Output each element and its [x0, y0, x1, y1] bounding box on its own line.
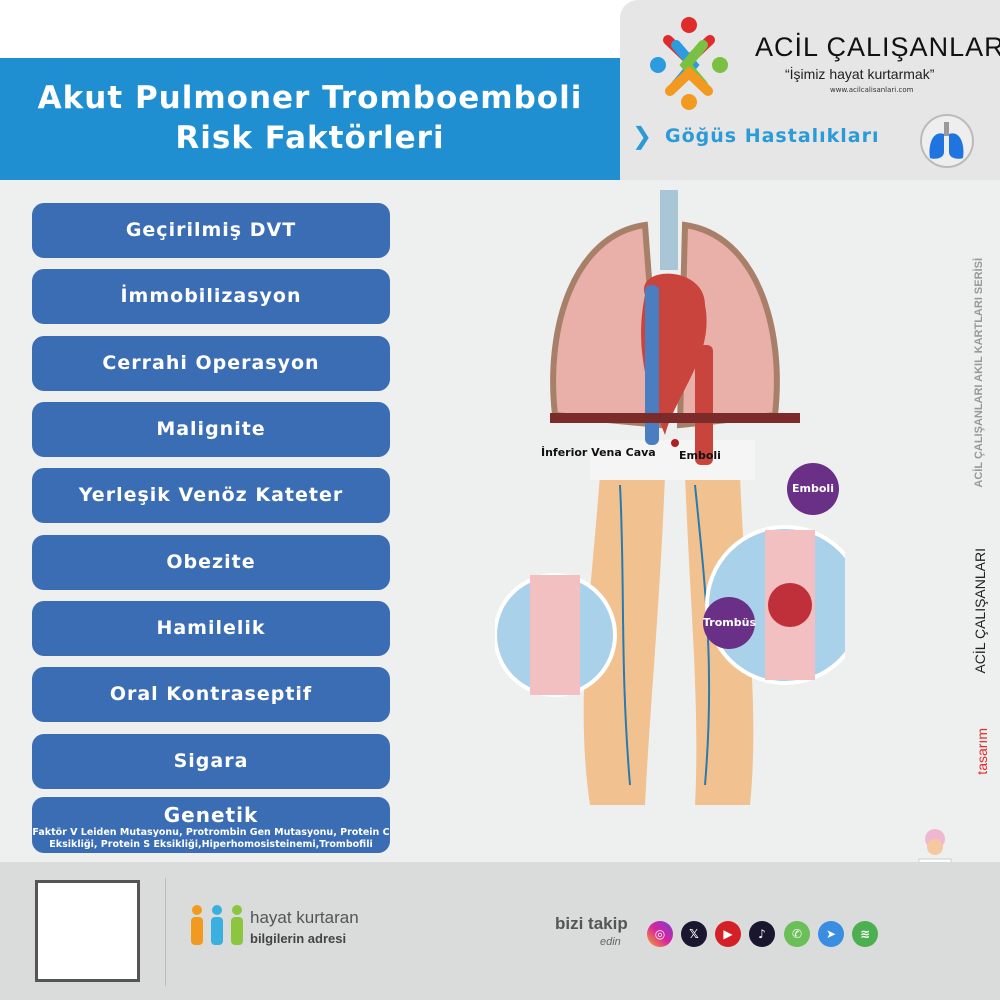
genetik-detail: Faktör V Leiden Mutasyonu, Protrombin Ge…: [32, 827, 390, 850]
emboli-bubble: Emboli: [787, 463, 839, 515]
trombus-bubble: Trombüs: [703, 597, 756, 649]
risk-factor-button[interactable]: Cerrahi Operasyon: [32, 336, 390, 391]
risk-factor-button[interactable]: Yerleşik Venöz Kateter: [32, 468, 390, 523]
brand-name: ACİL ÇALIŞANLARI: [755, 32, 1000, 62]
spotify-icon[interactable]: ≋: [852, 921, 878, 947]
risk-factor-button[interactable]: Malignite: [32, 402, 390, 457]
people-logo-icon: [191, 905, 243, 945]
x-icon[interactable]: 𝕏: [681, 921, 707, 947]
brand-slogan: “İşimiz hayat kurtarmak”: [785, 66, 935, 82]
category-label: Göğüs Hastalıkları: [665, 125, 880, 147]
genetik-title: Genetik: [163, 803, 259, 827]
whatsapp-icon[interactable]: ✆: [784, 921, 810, 947]
tagline-1: hayat kurtaran: [250, 908, 359, 927]
ivc-label: İnferior Vena Cava: [541, 446, 656, 459]
risk-factor-genetik[interactable]: Genetik Faktör V Leiden Mutasyonu, Protr…: [32, 797, 390, 853]
page-title-line1: Akut Pulmoner Tromboemboli: [37, 80, 583, 116]
brand-logo-icon: [650, 17, 728, 110]
qr-code[interactable]: [35, 880, 140, 982]
series-label: ACİL ÇALIŞANLARI AKIL KARTLARI SERİSİ: [973, 258, 985, 488]
title-banner: Akut Pulmoner Tromboemboli Risk Faktörle…: [0, 58, 620, 180]
tiktok-icon[interactable]: ♪: [749, 921, 775, 947]
risk-factor-button[interactable]: Obezite: [32, 535, 390, 590]
risk-factor-button[interactable]: Geçirilmiş DVT: [32, 203, 390, 258]
divider: [165, 878, 166, 986]
follow-label-2: edin: [600, 936, 621, 948]
risk-factor-button[interactable]: İmmobilizasyon: [32, 269, 390, 324]
youtube-icon[interactable]: ▶: [715, 921, 741, 947]
risk-factor-button[interactable]: Hamilelik: [32, 601, 390, 656]
page-title-line2: Risk Faktörleri: [175, 120, 445, 156]
design-label: tasarım: [974, 728, 990, 775]
footer: [0, 862, 1000, 1000]
emboli-label: Emboli: [679, 449, 721, 462]
instagram-icon[interactable]: ◎: [647, 921, 673, 947]
lungs-icon: [920, 114, 974, 168]
pulmonary-embolism-illustration: [495, 190, 845, 805]
brand-url: www.acilcalisanlari.com: [830, 86, 914, 94]
telegram-icon[interactable]: ➤: [818, 921, 844, 947]
tagline-2: bilgilerin adresi: [250, 931, 347, 946]
risk-factor-button[interactable]: Sigara: [32, 734, 390, 789]
side-brand: ACİL ÇALIŞANLARI: [972, 548, 988, 674]
risk-factor-button[interactable]: Oral Kontraseptif: [32, 667, 390, 722]
follow-label: bizi takip: [555, 914, 628, 933]
chevron-right-icon: ❯: [632, 122, 653, 150]
